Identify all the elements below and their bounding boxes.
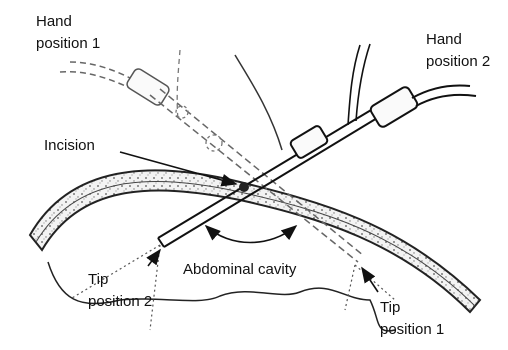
tip-position-2-line2: position 2 [88, 293, 152, 310]
tip-position-2-line1: Tip [88, 271, 108, 288]
tip-position-2-label: Tip position 2 [88, 271, 152, 310]
incision-label: Incision [44, 137, 95, 154]
hand-position-2-line2: position 2 [426, 53, 490, 70]
tip-position-1-line1: Tip [380, 299, 400, 316]
hand-position-1-label: Hand position 1 [36, 13, 100, 52]
tip2-arrow [148, 250, 160, 266]
hand-position-2-label: Hand position 2 [426, 31, 490, 70]
hand-position-1-line2: position 1 [36, 35, 100, 52]
hand-position-1-line1: Hand [36, 13, 72, 30]
abdominal-cavity-label: Abdominal cavity [183, 261, 297, 278]
hand-position-2-line1: Hand [426, 31, 462, 48]
tip-position-1-label: Tip position 1 [380, 299, 444, 338]
tip1-arrow [362, 268, 378, 292]
tip-position-1-line2: position 1 [380, 321, 444, 338]
pivot-double-arrow [206, 226, 296, 243]
incision-point [239, 182, 249, 192]
tip2-dotted-lines [72, 245, 160, 330]
